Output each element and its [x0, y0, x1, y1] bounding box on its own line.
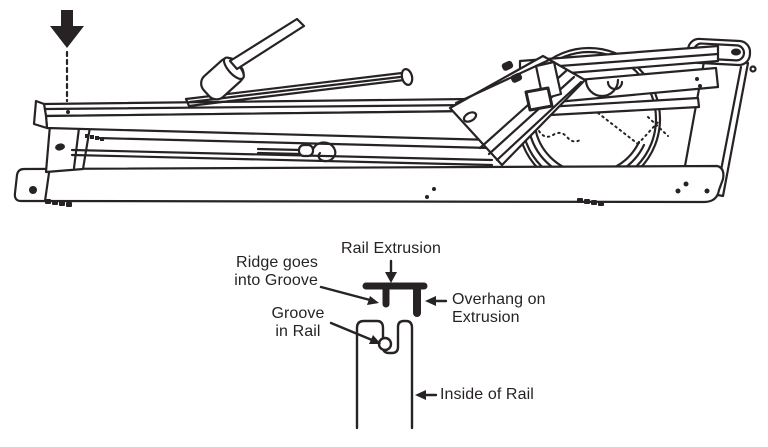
pulley-roller	[584, 78, 620, 98]
ridge-goes-into-groove-label: Ridge goes into Groove	[234, 254, 318, 290]
overhang-on-extrusion-label: Overhang on Extrusion	[452, 291, 546, 327]
mallet-handle	[228, 17, 306, 71]
base-beam	[13, 164, 725, 207]
front-foot-pads	[45, 199, 72, 207]
rail-extrusion-label: Rail Extrusion	[340, 240, 442, 257]
seat-rail	[32, 97, 495, 142]
bungee-hook	[256, 141, 337, 163]
rear-foot-pads	[577, 198, 604, 206]
rail-end-cap	[32, 99, 49, 130]
rail-housing	[448, 54, 587, 167]
inside-of-rail-label: Inside of Rail	[440, 386, 534, 403]
clip-bolt	[501, 60, 514, 71]
detail-cross-section	[319, 259, 448, 430]
pointer-arrows	[319, 259, 448, 400]
frame-tubes	[70, 134, 494, 167]
mallet	[200, 17, 306, 101]
groove-in-rail-label: Groove in Rail	[271, 305, 325, 341]
rail-extrusion-profile	[362, 282, 428, 317]
impact-arrow-icon	[50, 10, 84, 103]
clip-bolt	[510, 72, 523, 83]
